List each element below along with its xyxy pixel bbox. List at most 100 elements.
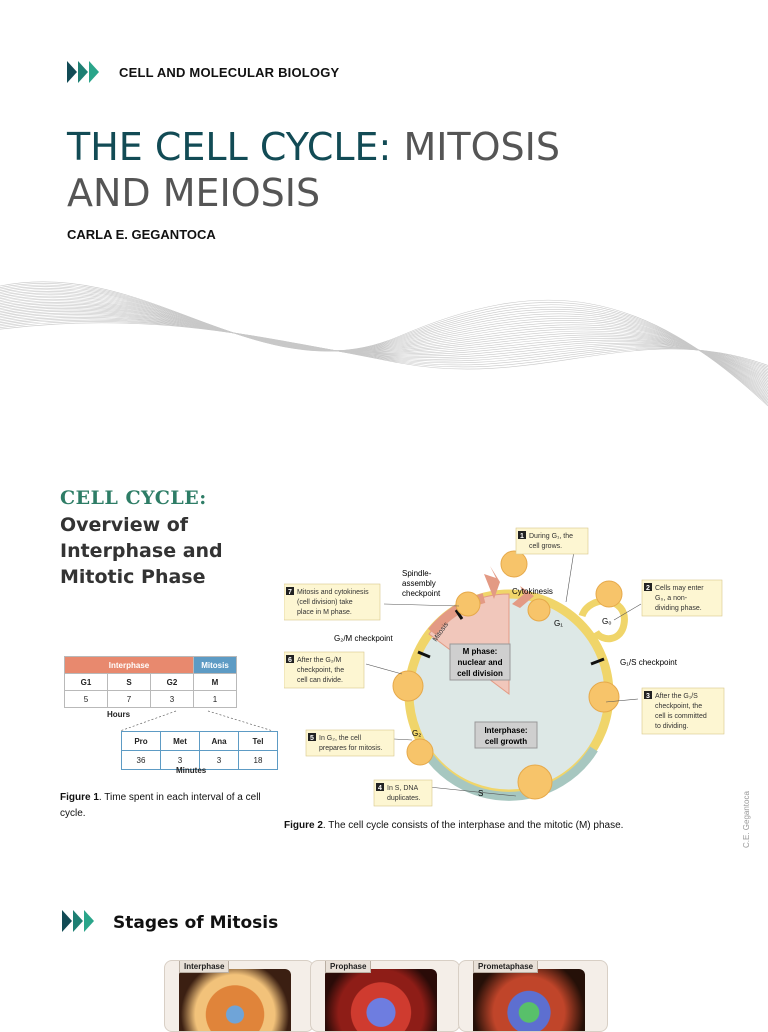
wave-line bbox=[0, 322, 768, 370]
col-header: S bbox=[107, 673, 151, 691]
side-credit: C.E. Gegantoca bbox=[742, 791, 751, 848]
wave-line bbox=[0, 286, 768, 402]
figure1-text: . Time spent in each interval of a cell … bbox=[60, 792, 261, 819]
cytokinesis-arrow bbox=[484, 566, 500, 599]
wave-line bbox=[0, 291, 768, 398]
note-text: Mitosis and cytokinesis bbox=[297, 589, 369, 596]
prometaphase-micrograph bbox=[473, 969, 585, 1031]
author-name: CARLA E. GEGANTOCA bbox=[67, 227, 216, 242]
note-text: Cells may enter bbox=[655, 585, 704, 592]
wave-line bbox=[0, 281, 768, 407]
interphase-micrograph bbox=[179, 969, 291, 1031]
wave-line bbox=[0, 315, 768, 374]
section-kicker: CELL CYCLE: bbox=[60, 487, 207, 509]
table-cell: 3 bbox=[150, 690, 194, 708]
minutes-unit: Minutes bbox=[176, 766, 207, 775]
g1s-checkpoint-mark bbox=[590, 657, 605, 666]
m-phase-box bbox=[449, 643, 511, 681]
hours-unit: Hours bbox=[107, 710, 131, 719]
wave-line bbox=[0, 292, 768, 396]
wave-line bbox=[0, 321, 768, 368]
interphase-label: Interphase: bbox=[484, 726, 527, 735]
wave-line bbox=[0, 284, 768, 404]
interphase-label: cell growth bbox=[485, 737, 527, 746]
wave-line bbox=[0, 300, 768, 389]
wave-line bbox=[0, 295, 768, 393]
g0-label: G₀ bbox=[602, 617, 612, 626]
wave-line bbox=[0, 316, 768, 372]
g1-label: G₁ bbox=[554, 619, 563, 628]
zoom-lines bbox=[119, 710, 274, 732]
note-text: checkpoint, the bbox=[297, 667, 344, 674]
chevron-logo-icon bbox=[62, 910, 94, 932]
cytokinesis-arrow-right bbox=[512, 586, 534, 608]
wave-line bbox=[0, 312, 768, 377]
s-arc bbox=[420, 746, 598, 801]
note-text: After the G₂/M bbox=[297, 657, 342, 664]
stage-card-prometaphase: Prometaphase bbox=[458, 960, 608, 1032]
note-1: 1 During G₁, the cell grows. bbox=[515, 527, 589, 555]
table-cell: 1 bbox=[193, 690, 237, 708]
note-text: In G₂, the cell bbox=[319, 735, 361, 742]
note-number: 6 bbox=[288, 657, 292, 664]
stage-card-interphase: Interphase bbox=[164, 960, 314, 1032]
wave-line bbox=[0, 314, 768, 375]
section-title: Overview of Interphase and Mitotic Phase bbox=[60, 514, 223, 588]
wave-line bbox=[0, 308, 768, 381]
note-number: 4 bbox=[378, 785, 382, 792]
note-number: 3 bbox=[646, 693, 650, 700]
m-phase-label: M phase: bbox=[463, 647, 498, 656]
stage-card-prophase: Prophase bbox=[310, 960, 460, 1032]
note-text: In S, DNA bbox=[387, 785, 418, 792]
spindle-label: checkpoint bbox=[402, 589, 441, 598]
col-header: Ana bbox=[199, 731, 239, 751]
figure1-label: Figure 1 bbox=[60, 792, 99, 803]
g1s-label: G₁/S checkpoint bbox=[620, 658, 678, 667]
stage-label: Prophase bbox=[325, 961, 372, 973]
wave-line bbox=[0, 306, 768, 383]
wave-line bbox=[0, 287, 768, 401]
note-text: During G₁, the bbox=[529, 533, 573, 540]
note-boxes: 1 During G₁, the cell grows. 2 Cells may ent… bbox=[284, 527, 725, 807]
note-text: cell grows. bbox=[529, 543, 562, 550]
note-text: to dividing. bbox=[655, 723, 689, 730]
interphase-box bbox=[474, 721, 538, 749]
pointer-lines bbox=[365, 550, 642, 797]
table-cell: 3 bbox=[199, 750, 239, 770]
note-text: dividing phase. bbox=[655, 605, 702, 612]
m-phase-label: nuclear and bbox=[458, 658, 503, 667]
hours-table: Interphase Mitosis G1 S G2 M 5 7 3 1 bbox=[64, 656, 237, 708]
wave-line bbox=[0, 319, 768, 369]
subject-label: CELL AND MOLECULAR BIOLOGY bbox=[119, 65, 340, 80]
note-text: place in M phase. bbox=[297, 609, 352, 616]
wave-line bbox=[0, 294, 768, 395]
page-title: THE CELL CYCLE: MITOSIS AND MEIOSIS bbox=[67, 124, 627, 216]
wave-line bbox=[0, 298, 768, 390]
cytokinesis-label: Cytokinesis bbox=[512, 587, 553, 596]
note-number: 2 bbox=[646, 585, 650, 592]
cell-cycle-diagram: M phase: nuclear and cell division Inter… bbox=[284, 527, 725, 807]
wave-line bbox=[0, 311, 768, 378]
interphase-header: Interphase bbox=[64, 656, 194, 674]
table-cell: 5 bbox=[64, 690, 108, 708]
col-header: Tel bbox=[238, 731, 278, 751]
wave-line bbox=[0, 297, 768, 392]
g2-label: G₂ bbox=[412, 729, 421, 738]
note-text: cell is committed bbox=[655, 713, 707, 720]
figure2-caption: Figure 2. The cell cycle consists of the… bbox=[284, 818, 724, 834]
col-header: G1 bbox=[64, 673, 108, 691]
col-header: Met bbox=[160, 731, 200, 751]
figure2-label: Figure 2 bbox=[284, 820, 323, 831]
note-number: 7 bbox=[288, 589, 292, 596]
g0-loop bbox=[578, 597, 628, 643]
note-number: 1 bbox=[520, 533, 524, 540]
col-header: M bbox=[193, 673, 237, 691]
note-text: prepares for mitosis. bbox=[319, 745, 382, 752]
note-text: duplicates. bbox=[387, 795, 421, 802]
wave-line bbox=[0, 318, 768, 371]
s-label: S bbox=[478, 789, 483, 798]
table-cell: 18 bbox=[238, 750, 278, 770]
col-header: Pro bbox=[121, 731, 161, 751]
